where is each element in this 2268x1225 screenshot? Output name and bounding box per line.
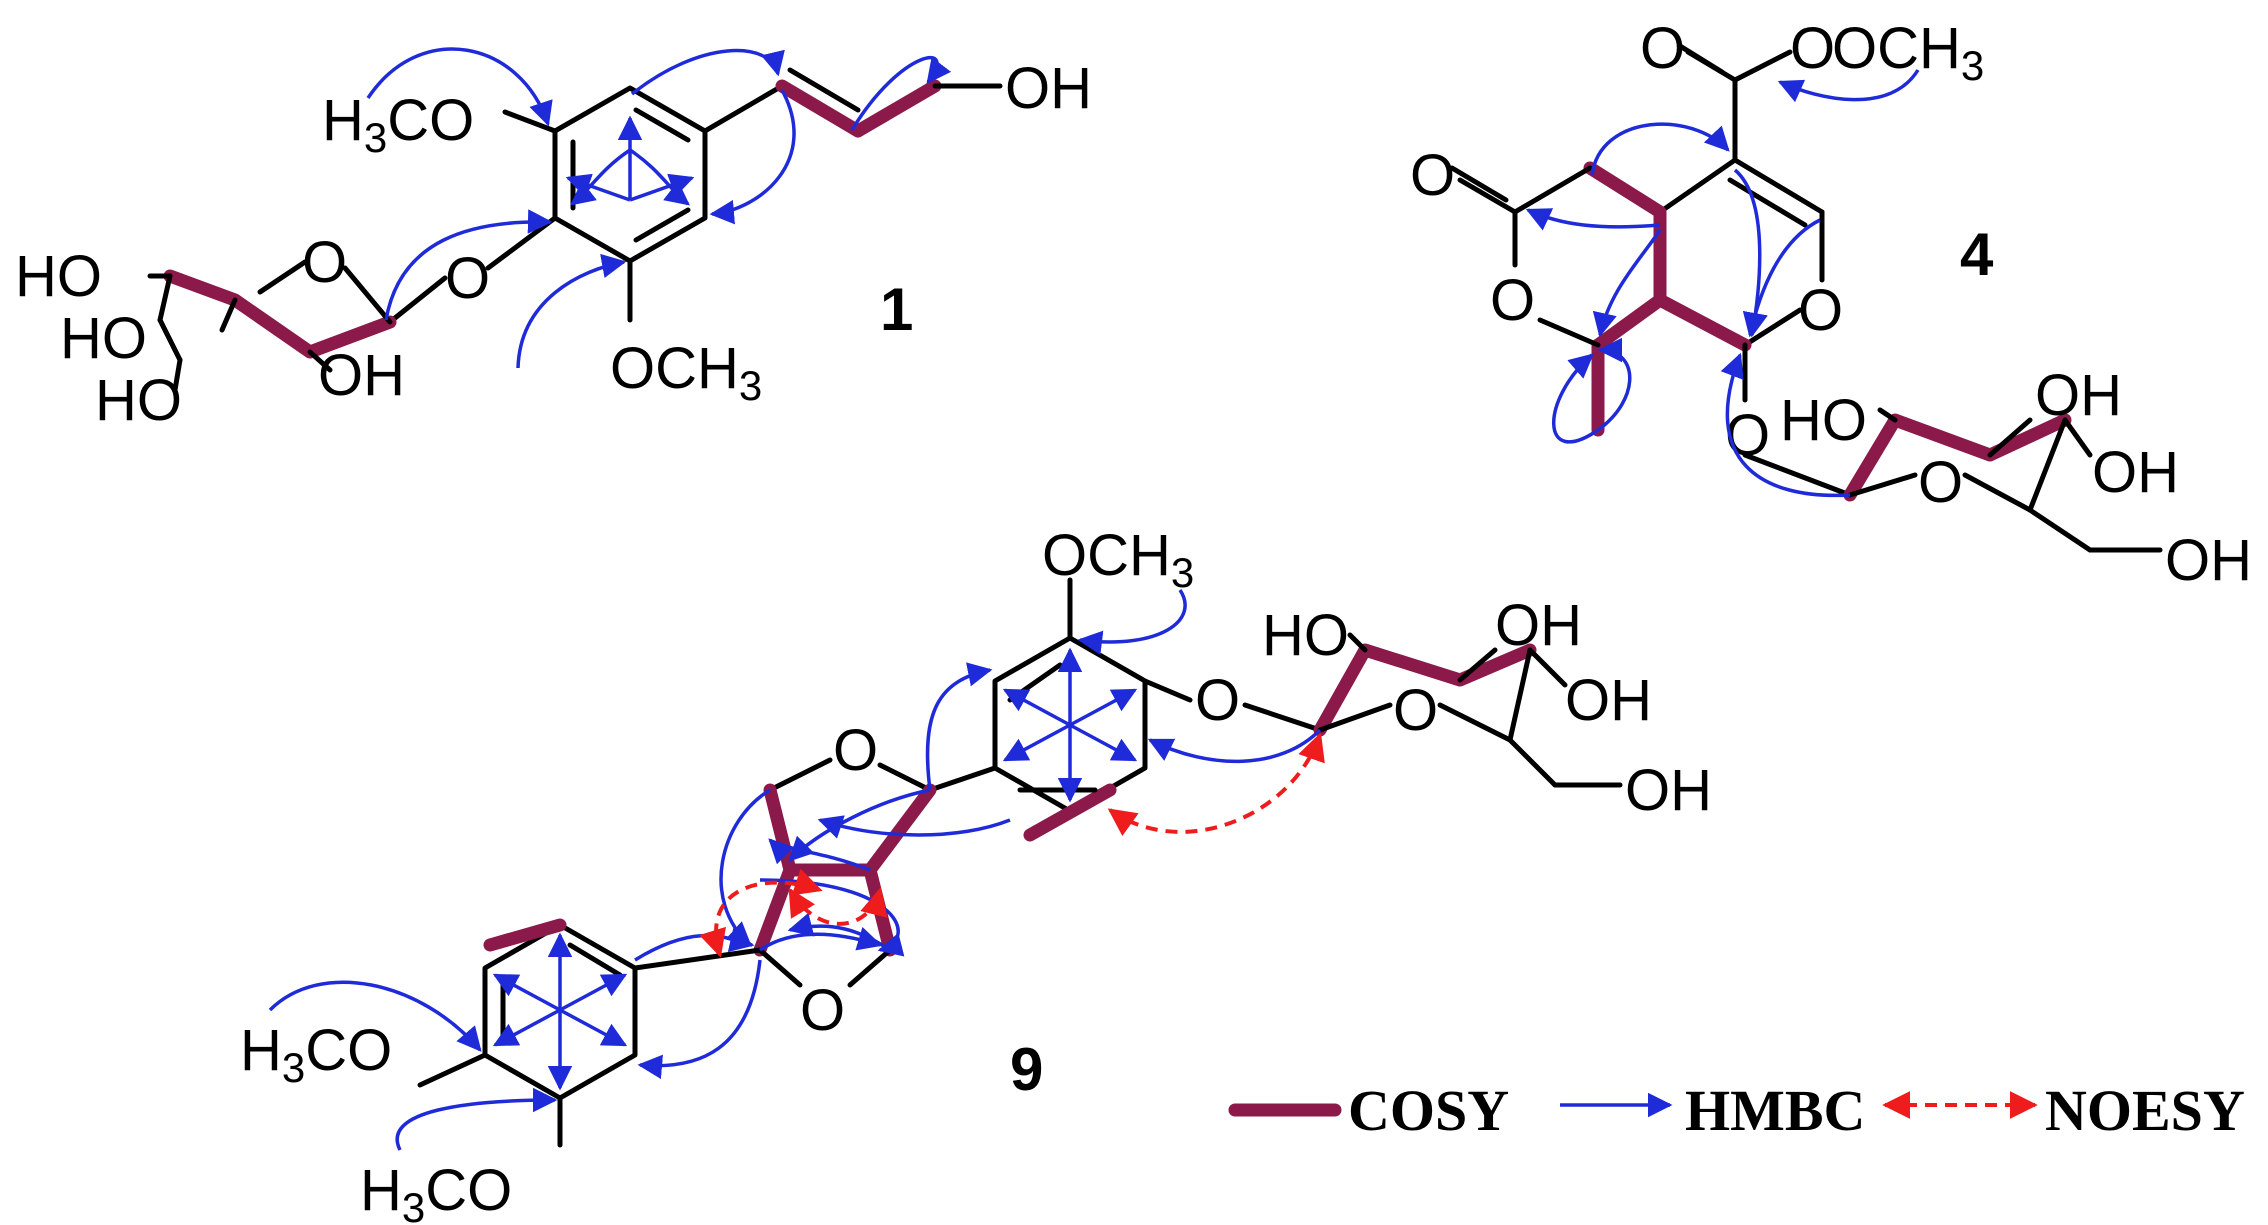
c9-h3co-2: H3CO xyxy=(360,1158,512,1225)
c4-o-carbonyl: O xyxy=(1640,16,1685,81)
legend-hmbc-label: HMBC xyxy=(1685,1078,1865,1143)
c9-oh-s2: OH xyxy=(1565,668,1652,733)
c4-o-pyran: O xyxy=(1798,278,1843,343)
c4-oh-s1: OH xyxy=(2035,363,2122,428)
c9-ho-sugar: HO xyxy=(1262,603,1349,668)
c4-o-sugar-ring: O xyxy=(1918,450,1963,515)
c4-o-glyco: O xyxy=(1725,403,1770,468)
compound-4: O O OCH3 O O O O HO OH O OH OH xyxy=(1410,16,2252,593)
c4-o-lactone-keto: O xyxy=(1410,143,1455,208)
c4-oh-s3: OH xyxy=(2165,528,2252,593)
c1-o-link: O xyxy=(445,246,490,311)
c1-oh-4: OH xyxy=(318,343,405,408)
c9-o-furan-top: O xyxy=(833,718,878,783)
compound-1: H3CO OCH3 OH O O HO HO HO OH xyxy=(15,47,1092,433)
c9-h3co-1: H3CO xyxy=(240,1018,392,1091)
legend-noesy-label: NOESY xyxy=(2045,1078,2245,1143)
c1-oh-top: OH xyxy=(1005,56,1092,121)
c1-och3: OCH3 xyxy=(610,336,762,409)
c1-h3co: H3CO xyxy=(322,88,474,161)
c4-oh-s2: OH xyxy=(2092,440,2179,505)
c9-o-link: O xyxy=(1195,668,1240,733)
c1-o-ring: O xyxy=(302,230,347,295)
c1-ho-3: HO xyxy=(95,368,182,433)
compound-label-9: 9 xyxy=(1010,1036,1043,1103)
c4-o-lactone: O xyxy=(1490,268,1535,333)
c4-o-ester: O xyxy=(1790,16,1835,81)
c9-oh-s3: OH xyxy=(1625,758,1712,823)
legend-cosy-label: COSY xyxy=(1348,1078,1509,1143)
c9-och3: OCH3 xyxy=(1042,523,1194,596)
c1-ho-1: HO xyxy=(15,244,102,309)
c1-ho-2: HO xyxy=(60,306,147,371)
compound-9: OCH3 O HO OH O OH OH O O H3CO H3CO xyxy=(240,523,1712,1225)
compound-label-1: 1 xyxy=(880,276,913,343)
c9-o-sugar-ring: O xyxy=(1393,678,1438,743)
c9-o-furan-bot: O xyxy=(800,978,845,1043)
c9-oh-s1: OH xyxy=(1495,593,1582,658)
compound-label-4: 4 xyxy=(1960,221,1994,288)
legend: COSY HMBC NOESY xyxy=(1228,1078,2245,1143)
c4-ho-sugar: HO xyxy=(1780,388,1867,453)
c4-och3: OCH3 xyxy=(1832,16,1984,89)
